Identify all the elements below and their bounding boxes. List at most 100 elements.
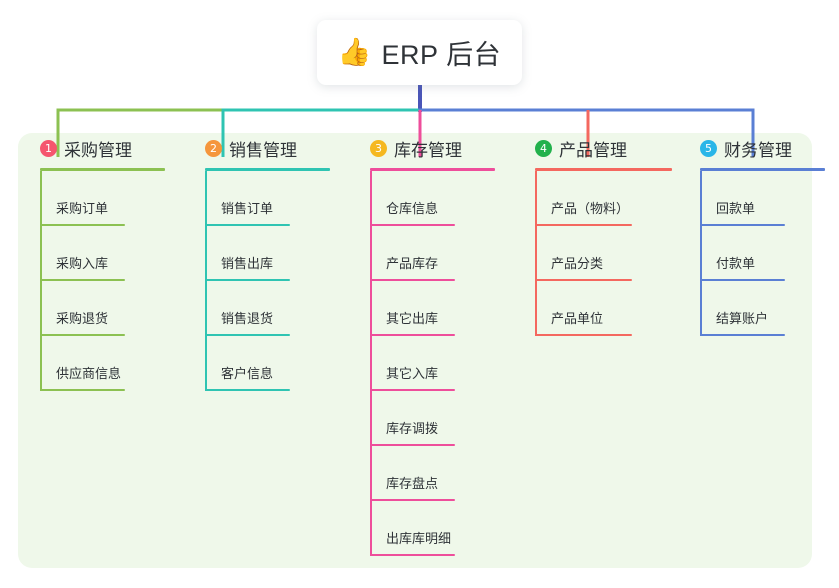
- branch-item-rule: [40, 224, 125, 226]
- branch-item-label: 销售退货: [221, 311, 274, 326]
- branch-badge-3: 3: [370, 139, 387, 157]
- root-node-card[interactable]: 👍 ERP 后台: [317, 20, 522, 85]
- branch-item[interactable]: 库存盘点: [348, 446, 503, 501]
- branch-item[interactable]: 供应商信息: [18, 336, 173, 391]
- branch-column-2: 2 销售管理销售订单销售出库销售退货客户信息: [183, 133, 338, 391]
- branch-item-rule: [535, 224, 632, 226]
- branch-item[interactable]: 其它出库: [348, 281, 503, 336]
- branch-title: 销售管理: [229, 140, 297, 160]
- branch-item-rule: [700, 334, 785, 336]
- branch-underline: [205, 168, 330, 171]
- branch-spine: [40, 171, 42, 391]
- branch-item-rule: [370, 334, 455, 336]
- branch-item-label: 仓库信息: [386, 201, 439, 216]
- branch-item-label: 客户信息: [221, 366, 274, 381]
- branch-item-rule: [205, 224, 290, 226]
- branch-item[interactable]: 产品分类: [513, 226, 668, 281]
- thumbs-up-icon: 👍: [337, 37, 372, 67]
- branch-column-3: 3 库存管理仓库信息产品库存其它出库其它入库库存调拨库存盘点出库库明细: [348, 133, 503, 556]
- branch-item[interactable]: 回款单: [678, 171, 818, 226]
- branch-item-rule: [205, 279, 290, 281]
- branch-header-3[interactable]: 3 库存管理: [348, 133, 503, 163]
- branch-column-5: 5 财务管理回款单付款单结算账户: [678, 133, 825, 336]
- branch-item-label: 产品分类: [551, 256, 604, 271]
- branch-item[interactable]: 产品单位: [513, 281, 668, 336]
- branch-item[interactable]: 销售出库: [183, 226, 338, 281]
- branch-item-list: 回款单付款单结算账户: [678, 171, 818, 336]
- branch-columns: 1 采购管理采购订单采购入库采购退货供应商信息 2 销售管理销售订单销售出库销售退货客…: [0, 133, 839, 568]
- branch-column-1: 1 采购管理采购订单采购入库采购退货供应商信息: [18, 133, 173, 391]
- branch-item-label: 销售出库: [221, 256, 274, 271]
- branch-item[interactable]: 采购退货: [18, 281, 173, 336]
- branch-badge-5: 5: [700, 139, 717, 157]
- branch-item[interactable]: 结算账户: [678, 281, 818, 336]
- branch-badge-1: 1: [40, 139, 57, 157]
- branch-item[interactable]: 付款单: [678, 226, 818, 281]
- branch-item-label: 回款单: [716, 201, 756, 216]
- branch-item-label: 出库库明细: [386, 531, 452, 546]
- branch-item-label: 销售订单: [221, 201, 274, 216]
- branch-item-rule: [205, 389, 290, 391]
- branch-item[interactable]: 客户信息: [183, 336, 338, 391]
- root-node-title: ERP 后台: [381, 40, 502, 70]
- branch-badge-2: 2: [205, 139, 222, 157]
- branch-item-label: 采购退货: [56, 311, 109, 326]
- branch-item-label: 产品（物料）: [551, 201, 630, 216]
- branch-underline: [370, 168, 495, 171]
- branch-item-rule: [370, 279, 455, 281]
- branch-item-label: 产品单位: [551, 311, 604, 326]
- branch-item-rule: [535, 279, 632, 281]
- branch-title: 产品管理: [559, 140, 627, 160]
- branch-item-list: 采购订单采购入库采购退货供应商信息: [18, 171, 173, 391]
- branch-underline: [535, 168, 672, 171]
- branch-item-label: 采购入库: [56, 256, 109, 271]
- branch-item[interactable]: 销售退货: [183, 281, 338, 336]
- branch-item[interactable]: 销售订单: [183, 171, 338, 226]
- branch-item-rule: [205, 334, 290, 336]
- branch-item[interactable]: 仓库信息: [348, 171, 503, 226]
- branch-header-1[interactable]: 1 采购管理: [18, 133, 173, 163]
- branch-spine: [370, 171, 372, 556]
- branch-item[interactable]: 产品（物料）: [513, 171, 668, 226]
- branch-item-label: 产品库存: [386, 256, 439, 271]
- branch-item-label: 库存盘点: [386, 476, 439, 491]
- branch-item-rule: [700, 279, 785, 281]
- branch-item-rule: [40, 389, 125, 391]
- branch-item-rule: [370, 554, 455, 556]
- branch-item[interactable]: 出库库明细: [348, 501, 503, 556]
- branch-item-rule: [370, 444, 455, 446]
- branch-item-label: 其它出库: [386, 311, 439, 326]
- branch-item-label: 库存调拨: [386, 421, 439, 436]
- branch-item[interactable]: 采购订单: [18, 171, 173, 226]
- branch-item[interactable]: 库存调拨: [348, 391, 503, 446]
- branch-item-label: 供应商信息: [56, 366, 122, 381]
- branch-item-rule: [370, 499, 455, 501]
- branch-item-rule: [535, 334, 632, 336]
- content-panel: [18, 133, 812, 568]
- branch-header-5[interactable]: 5 财务管理: [678, 133, 818, 163]
- branch-spine: [205, 171, 207, 391]
- branch-underline: [40, 168, 165, 171]
- branch-item-label: 付款单: [716, 256, 756, 271]
- branch-title: 库存管理: [394, 140, 462, 160]
- branch-item-rule: [370, 224, 455, 226]
- branch-item[interactable]: 采购入库: [18, 226, 173, 281]
- branch-item-list: 仓库信息产品库存其它出库其它入库库存调拨库存盘点出库库明细: [348, 171, 503, 556]
- branch-header-2[interactable]: 2 销售管理: [183, 133, 338, 163]
- branch-item-rule: [40, 334, 125, 336]
- branch-title: 采购管理: [64, 140, 132, 160]
- branch-item-label: 其它入库: [386, 366, 439, 381]
- branch-item-label: 结算账户: [716, 311, 769, 326]
- branch-item[interactable]: 其它入库: [348, 336, 503, 391]
- branch-item[interactable]: 产品库存: [348, 226, 503, 281]
- branch-title: 财务管理: [724, 140, 792, 160]
- branch-item-rule: [370, 389, 455, 391]
- branch-underline: [700, 168, 825, 171]
- branch-item-rule: [700, 224, 785, 226]
- branch-spine: [700, 171, 702, 336]
- branch-item-list: 销售订单销售出库销售退货客户信息: [183, 171, 338, 391]
- branch-item-list: 产品（物料） 产品分类产品单位: [513, 171, 668, 336]
